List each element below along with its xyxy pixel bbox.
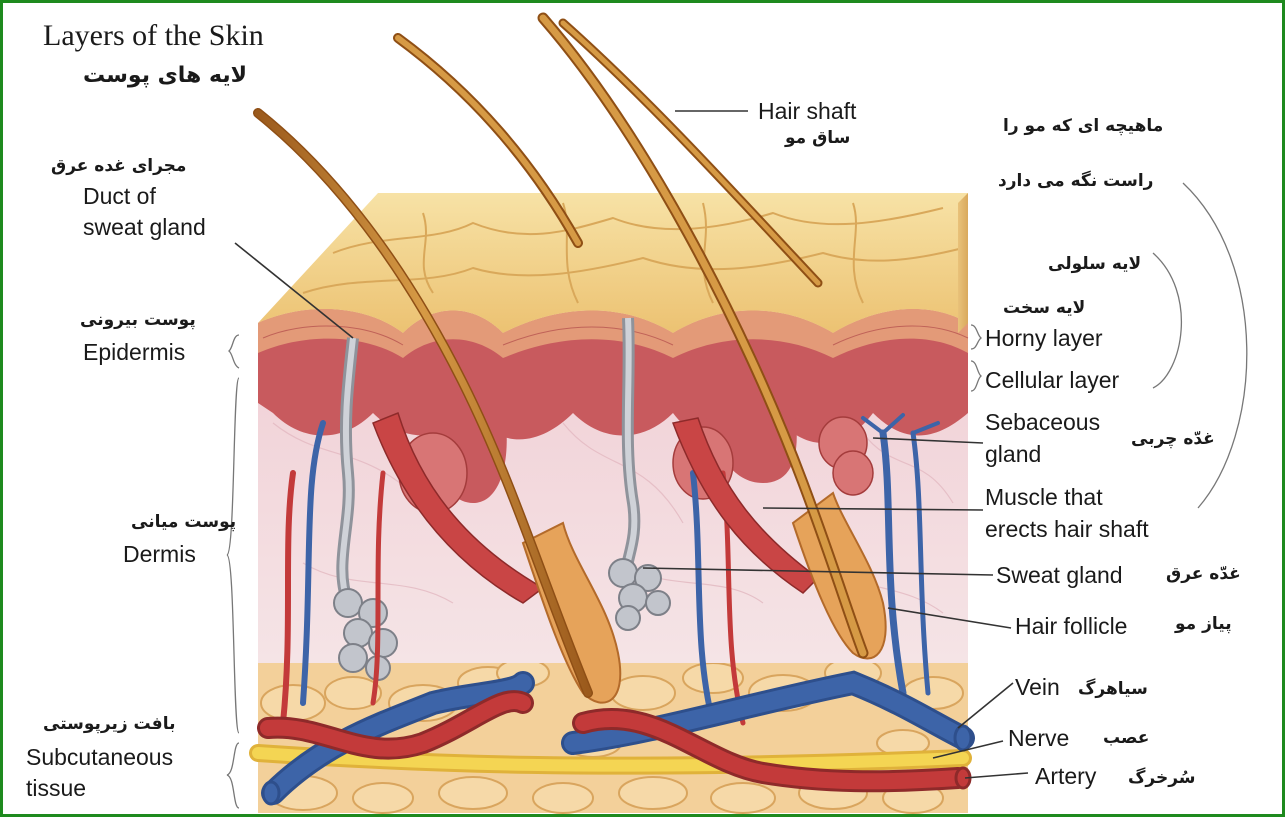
label-artery-persian: سُرخرگ — [1128, 767, 1196, 789]
label-sebaceous-line2: gland — [985, 441, 1041, 468]
label-hair-shaft: Hair shaft — [758, 98, 856, 125]
label-cellular-layer: Cellular layer — [985, 367, 1119, 394]
label-duct-line1: Duct of — [83, 183, 156, 210]
label-subcutaneous-line1: Subcutaneous — [26, 744, 173, 771]
label-sebaceous-line1: Sebaceous — [985, 409, 1100, 436]
title-english: Layers of the Skin — [43, 19, 264, 53]
label-hair-follicle: Hair follicle — [1015, 613, 1127, 640]
label-sebaceous-persian: غدّه چربی — [1131, 428, 1215, 450]
label-cellular-persian: لایه سلولی — [1048, 253, 1141, 275]
label-epidermis-persian: پوست بیرونی — [80, 309, 196, 331]
label-nerve: Nerve — [1008, 725, 1069, 752]
label-horny-persian: لایه سخت — [1003, 297, 1085, 319]
label-epidermis: Epidermis — [83, 339, 185, 366]
label-nerve-persian: عصب — [1103, 727, 1149, 749]
label-vein-persian: سیاهرگ — [1078, 678, 1148, 700]
label-duct-persian: مجرای غده عرق — [51, 155, 186, 177]
label-subcutaneous-persian: بافت زیرپوستی — [43, 713, 175, 735]
label-hair-shaft-persian: ساق مو — [785, 127, 850, 149]
label-muscle-line2: erects hair shaft — [985, 516, 1149, 543]
label-sweat-gland: Sweat gland — [996, 562, 1123, 589]
label-muscle-persian-line2: راست نگه می دارد — [998, 170, 1153, 192]
label-muscle-line1: Muscle that — [985, 484, 1103, 511]
label-dermis: Dermis — [123, 541, 196, 568]
label-muscle-persian-line1: ماهیچه ای که مو را — [1003, 115, 1163, 137]
label-artery: Artery — [1035, 763, 1096, 790]
label-duct-line2: sweat gland — [83, 214, 206, 241]
title-persian: لایه های پوست — [83, 65, 247, 87]
label-hair-follicle-persian: پیاز مو — [1175, 613, 1232, 635]
label-horny-layer: Horny layer — [985, 325, 1103, 352]
label-dermis-persian: پوست میانی — [131, 511, 236, 533]
label-sweat-gland-persian: غدّه عرق — [1166, 563, 1241, 585]
label-subcutaneous-line2: tissue — [26, 775, 86, 802]
label-vein: Vein — [1015, 674, 1060, 701]
